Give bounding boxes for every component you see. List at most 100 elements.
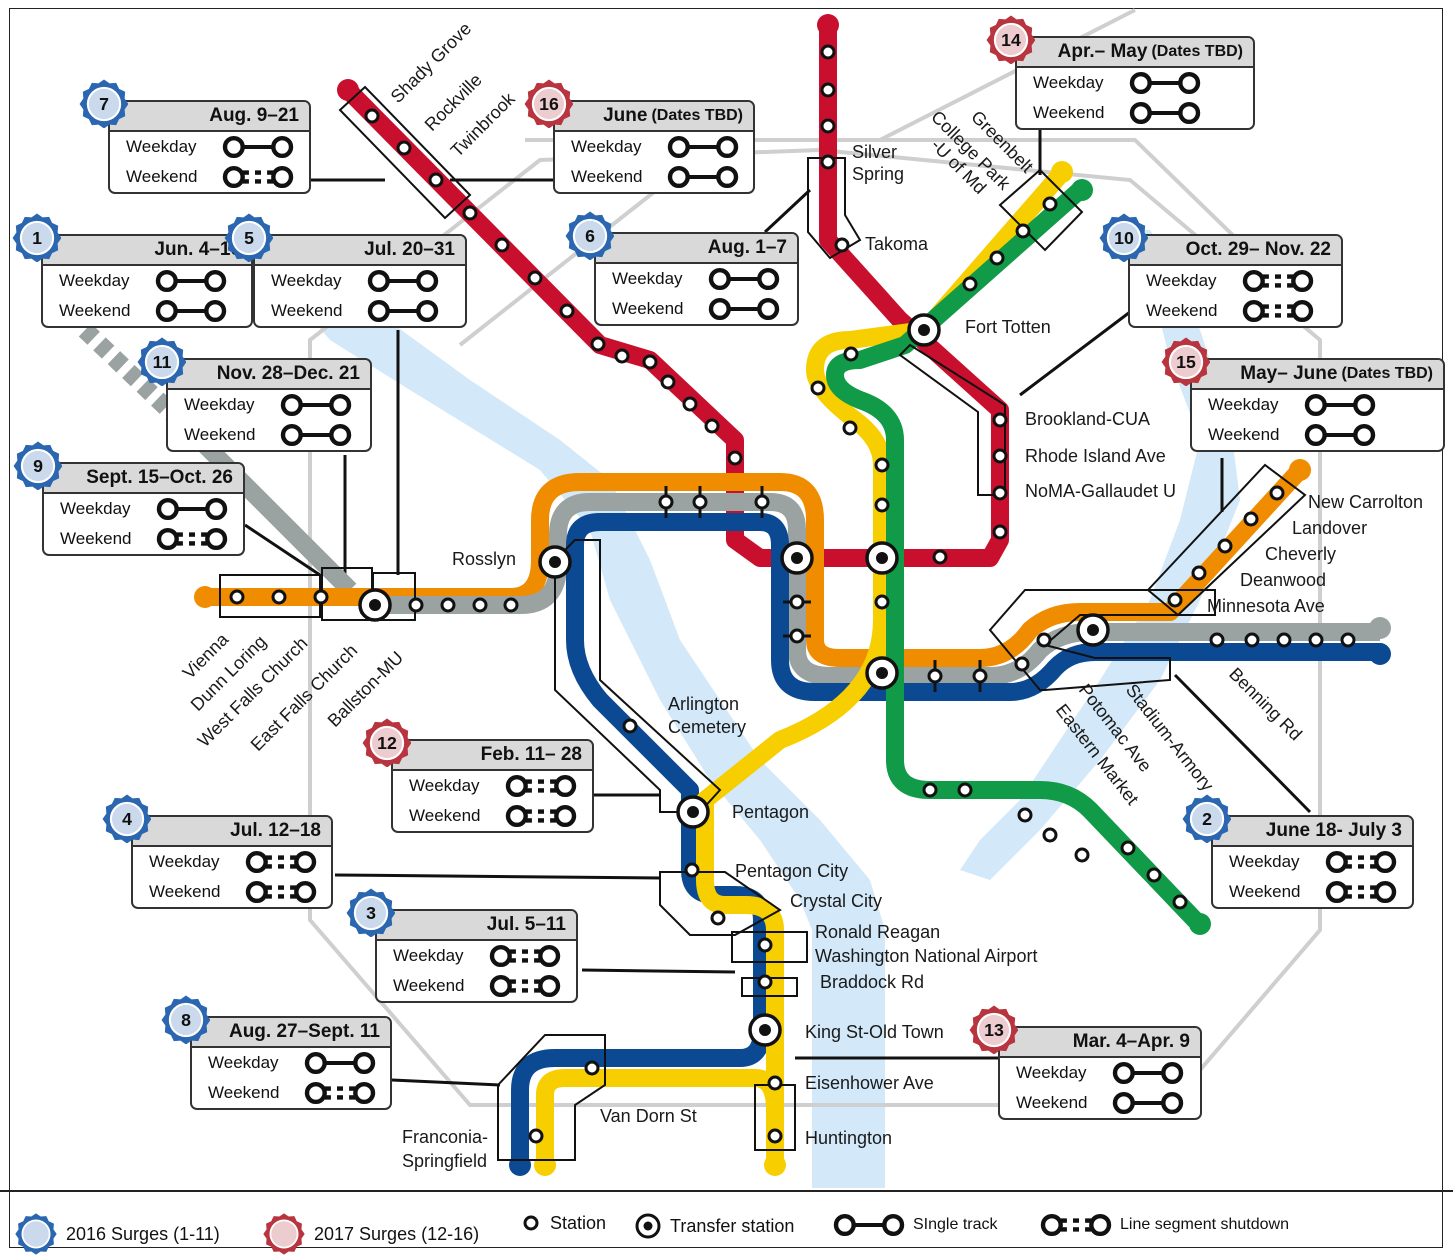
shutdown-icon (1040, 1213, 1112, 1237)
single-track-icon (833, 1213, 905, 1237)
station-marker (1017, 807, 1033, 823)
callout-weekday-row: Weekday (133, 847, 331, 877)
legend-transfer: Transfer station (634, 1212, 794, 1240)
callout-weekend-row: Weekend (1213, 877, 1412, 907)
station-marker (1014, 656, 1030, 672)
gear-2017-icon (263, 1213, 305, 1255)
callout-dates: Aug. 27–Sept. 11 (228, 1021, 380, 1042)
station-marker (472, 597, 488, 613)
gear-2016-icon: 3 (346, 888, 395, 937)
weekday-label: Weekday (409, 776, 480, 795)
callout-dates: Mar. 4–Apr. 9 (1072, 1031, 1190, 1052)
station-marker (590, 336, 606, 352)
transfer-station-marker (676, 795, 710, 829)
transfer-station-marker (358, 588, 392, 622)
label-van-dorn: Van Dorn St (600, 1106, 697, 1126)
station-marker (1167, 592, 1183, 608)
callout-dates-note: (Dates TBD) (651, 107, 743, 124)
transfer-station-marker (907, 313, 941, 347)
callout-dates: Jul. 12–18 (230, 820, 321, 841)
station-marker (528, 1128, 544, 1144)
station-marker (972, 668, 988, 684)
station-marker (820, 154, 836, 170)
station-marker (1340, 632, 1356, 648)
gear-2016-icon: 1 (12, 213, 61, 262)
station-marker (1172, 894, 1188, 910)
callout-weekday-row: Weekday (377, 941, 576, 971)
callout-weekday-row: Weekday (1000, 1058, 1200, 1088)
label-huntington: Huntington (805, 1128, 892, 1148)
shutdown-icon (505, 804, 577, 828)
weekend-label: Weekend (271, 301, 343, 320)
station-marker (658, 494, 674, 510)
callout-title: Jul. 5–11 (377, 911, 576, 941)
single-track-icon (304, 1051, 376, 1075)
legend-shutdown: Line segment shutdown (1040, 1212, 1289, 1238)
station-marker (992, 485, 1008, 501)
shutdown-icon (489, 944, 561, 968)
station-marker (874, 457, 890, 473)
svg-text:12: 12 (377, 733, 397, 753)
station-marker (757, 937, 773, 953)
gear-2016-icon: 8 (161, 995, 210, 1044)
station-marker (922, 782, 938, 798)
callout-title: June 18- July 3 (1213, 817, 1412, 847)
callout-weekday-row: Weekday (44, 494, 243, 524)
legend-2017: 2017 Surges (12-16) (262, 1212, 479, 1256)
label-fort-totten: Fort Totten (965, 317, 1051, 337)
station-marker (1244, 632, 1260, 648)
station-marker (313, 589, 329, 605)
weekday-label: Weekday (126, 137, 197, 156)
station-marker (1036, 632, 1052, 648)
weekend-label: Weekend (208, 1083, 280, 1102)
callout-weekday-row: Weekday (168, 390, 370, 420)
shutdown-icon (1325, 880, 1397, 904)
label-pentagon-city: Pentagon City (735, 861, 848, 881)
single-track-icon (156, 497, 228, 521)
weekend-label: Weekend (60, 529, 132, 548)
station-marker (834, 237, 850, 253)
transfer-station-marker (865, 541, 899, 575)
station-marker (704, 418, 720, 434)
callout-title: Apr.– May(Dates TBD) (1017, 38, 1253, 68)
label-noma: NoMA-Gallaudet U (1025, 481, 1176, 501)
station-marker (789, 628, 805, 644)
station-marker (1042, 196, 1058, 212)
single-track-icon (1112, 1061, 1184, 1085)
shutdown-icon (1242, 269, 1314, 293)
svg-text:14: 14 (1001, 30, 1021, 50)
legend-shutdown-label: Line segment shutdown (1120, 1216, 1289, 1233)
station-marker (843, 346, 859, 362)
station-marker (1120, 840, 1136, 856)
station-marker (1146, 867, 1162, 883)
callout-weekday-row: Weekday (110, 132, 309, 162)
shutdown-icon (489, 974, 561, 998)
callout-weekday-row: Weekday (1192, 390, 1443, 420)
weekday-label: Weekday (271, 271, 342, 290)
station-marker (932, 549, 948, 565)
single-track-icon (367, 269, 439, 293)
callout-dates: Jul. 20–31 (364, 239, 455, 260)
callout-weekend-row: Weekend (43, 296, 251, 326)
svg-text:3: 3 (366, 903, 376, 923)
legend-transfer-label: Transfer station (670, 1215, 795, 1236)
station-marker (494, 237, 510, 253)
weekday-label: Weekday (184, 395, 255, 414)
station-marker (1191, 565, 1207, 581)
single-track-icon (280, 423, 352, 447)
weekend-label: Weekend (1208, 425, 1280, 444)
station-marker (622, 718, 638, 734)
svg-text:11: 11 (153, 352, 172, 372)
callout-title: Nov. 28–Dec. 21 (168, 360, 370, 390)
station-marker (396, 140, 412, 156)
station-marker (874, 497, 890, 513)
callout-dates: Aug. 9–21 (209, 105, 299, 126)
label-silver-spring-1: Silver (852, 142, 897, 162)
